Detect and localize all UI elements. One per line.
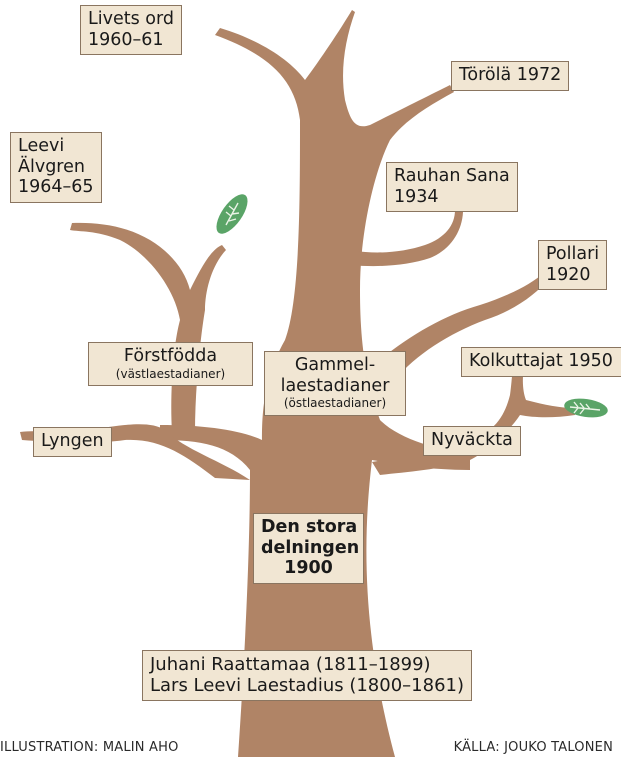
illustration-credit: ILLUSTRATION: MALIN AHO [0,740,179,755]
label-roots: Juhani Raattamaa (1811–1899) Lars Leevi … [142,650,472,702]
label-pollari: Pollari 1920 [538,240,608,291]
source-credit: KÄLLA: JOUKO TALONEN [453,740,613,755]
branch-rauhan [330,210,463,267]
label-gammel-title: Gammel- laestadianer [280,355,390,396]
branch-leevi [70,222,226,432]
label-nyvackta: Nyväckta [423,426,521,456]
branch-pollari [380,272,550,380]
label-gammel: Gammel- laestadianer (östlaestadianer) [264,351,406,416]
label-den-stora-delningen: Den stora delningen 1900 [253,513,364,584]
leaf-icon-right [564,398,608,418]
label-rauhan-sana: Rauhan Sana 1934 [386,162,518,213]
label-gammel-sub: (östlaestadianer) [283,396,387,411]
label-lyngen: Lyngen [33,427,112,457]
label-forstfodda: Förstfödda (västlaestadianer) [88,342,253,387]
label-kolkuttajat: Kolkuttajat 1950 [461,347,621,377]
label-forstfodda-title: Förstfödda [123,346,218,366]
leaf-icon-left [216,194,248,234]
label-forstfodda-sub: (västlaestadianer) [115,366,226,381]
label-livets-ord: Livets ord 1960–61 [80,5,182,56]
label-torola: Törölä 1972 [451,61,570,91]
label-leevi-alvgren: Leevi Älvgren 1964–65 [10,132,102,203]
